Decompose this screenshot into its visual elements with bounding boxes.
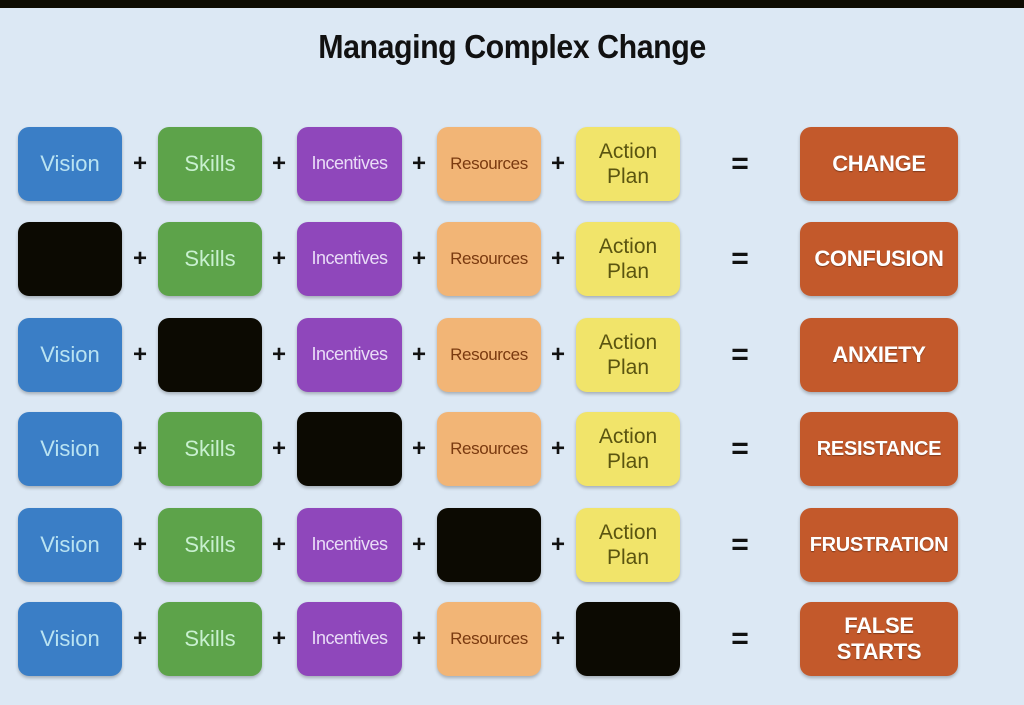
plus-sign: +	[271, 531, 286, 558]
plus-sign: +	[132, 341, 147, 368]
resources-box: Resources	[437, 602, 541, 676]
result-box: RESISTANCE	[800, 412, 958, 486]
equals-sign: =	[731, 432, 749, 465]
skills-box: Skills	[158, 127, 262, 201]
equation-row-change: Vision + Skills + Incentives + Resources…	[0, 127, 1024, 203]
missing-vision-box	[18, 222, 122, 296]
plus-sign: +	[271, 625, 286, 652]
skills-box: Skills	[158, 508, 262, 582]
equals-sign: =	[731, 147, 749, 180]
result-box: CONFUSION	[800, 222, 958, 296]
incentives-box: Incentives	[297, 602, 402, 676]
plus-sign: +	[132, 625, 147, 652]
plus-sign: +	[411, 435, 426, 462]
plus-sign: +	[132, 435, 147, 462]
page-title: Managing Complex Change	[318, 28, 706, 65]
equals-sign: =	[731, 622, 749, 655]
plus-sign: +	[550, 150, 565, 177]
plus-sign: +	[132, 245, 147, 272]
plus-sign: +	[271, 150, 286, 177]
plus-sign: +	[271, 341, 286, 368]
vision-box: Vision	[18, 318, 122, 392]
plus-sign: +	[411, 341, 426, 368]
vision-box: Vision	[18, 602, 122, 676]
missing-action-plan-box	[576, 602, 680, 676]
result-box: FRUSTRATION	[800, 508, 958, 582]
equals-sign: =	[731, 242, 749, 275]
equals-sign: =	[731, 528, 749, 561]
equals-sign: =	[731, 338, 749, 371]
top-bar	[0, 0, 1024, 8]
plus-sign: +	[132, 531, 147, 558]
resources-box: Resources	[437, 222, 541, 296]
plus-sign: +	[411, 150, 426, 177]
plus-sign: +	[550, 531, 565, 558]
vision-box: Vision	[18, 412, 122, 486]
result-box: CHANGE	[800, 127, 958, 201]
missing-incentives-box	[297, 412, 402, 486]
plus-sign: +	[271, 435, 286, 462]
resources-box: Resources	[437, 318, 541, 392]
plus-sign: +	[550, 625, 565, 652]
plus-sign: +	[550, 341, 565, 368]
plus-sign: +	[550, 435, 565, 462]
vision-box: Vision	[18, 508, 122, 582]
plus-sign: +	[411, 245, 426, 272]
plus-sign: +	[411, 531, 426, 558]
skills-box: Skills	[158, 222, 262, 296]
equation-row-false-starts: Vision + Skills + Incentives + Resources…	[0, 602, 1024, 678]
vision-box: Vision	[18, 127, 122, 201]
missing-skills-box	[158, 318, 262, 392]
missing-resources-box	[437, 508, 541, 582]
skills-box: Skills	[158, 602, 262, 676]
result-box: ANXIETY	[800, 318, 958, 392]
plus-sign: +	[550, 245, 565, 272]
incentives-box: Incentives	[297, 127, 402, 201]
equation-row-anxiety: Vision + + Incentives + Resources + Acti…	[0, 318, 1024, 394]
equation-row-confusion: + Skills + Incentives + Resources + Acti…	[0, 222, 1024, 298]
incentives-box: Incentives	[297, 318, 402, 392]
plus-sign: +	[132, 150, 147, 177]
incentives-box: Incentives	[297, 508, 402, 582]
skills-box: Skills	[158, 412, 262, 486]
plus-sign: +	[411, 625, 426, 652]
resources-box: Resources	[437, 127, 541, 201]
resources-box: Resources	[437, 412, 541, 486]
incentives-box: Incentives	[297, 222, 402, 296]
result-box: FALSE STARTS	[800, 602, 958, 676]
plus-sign: +	[271, 245, 286, 272]
